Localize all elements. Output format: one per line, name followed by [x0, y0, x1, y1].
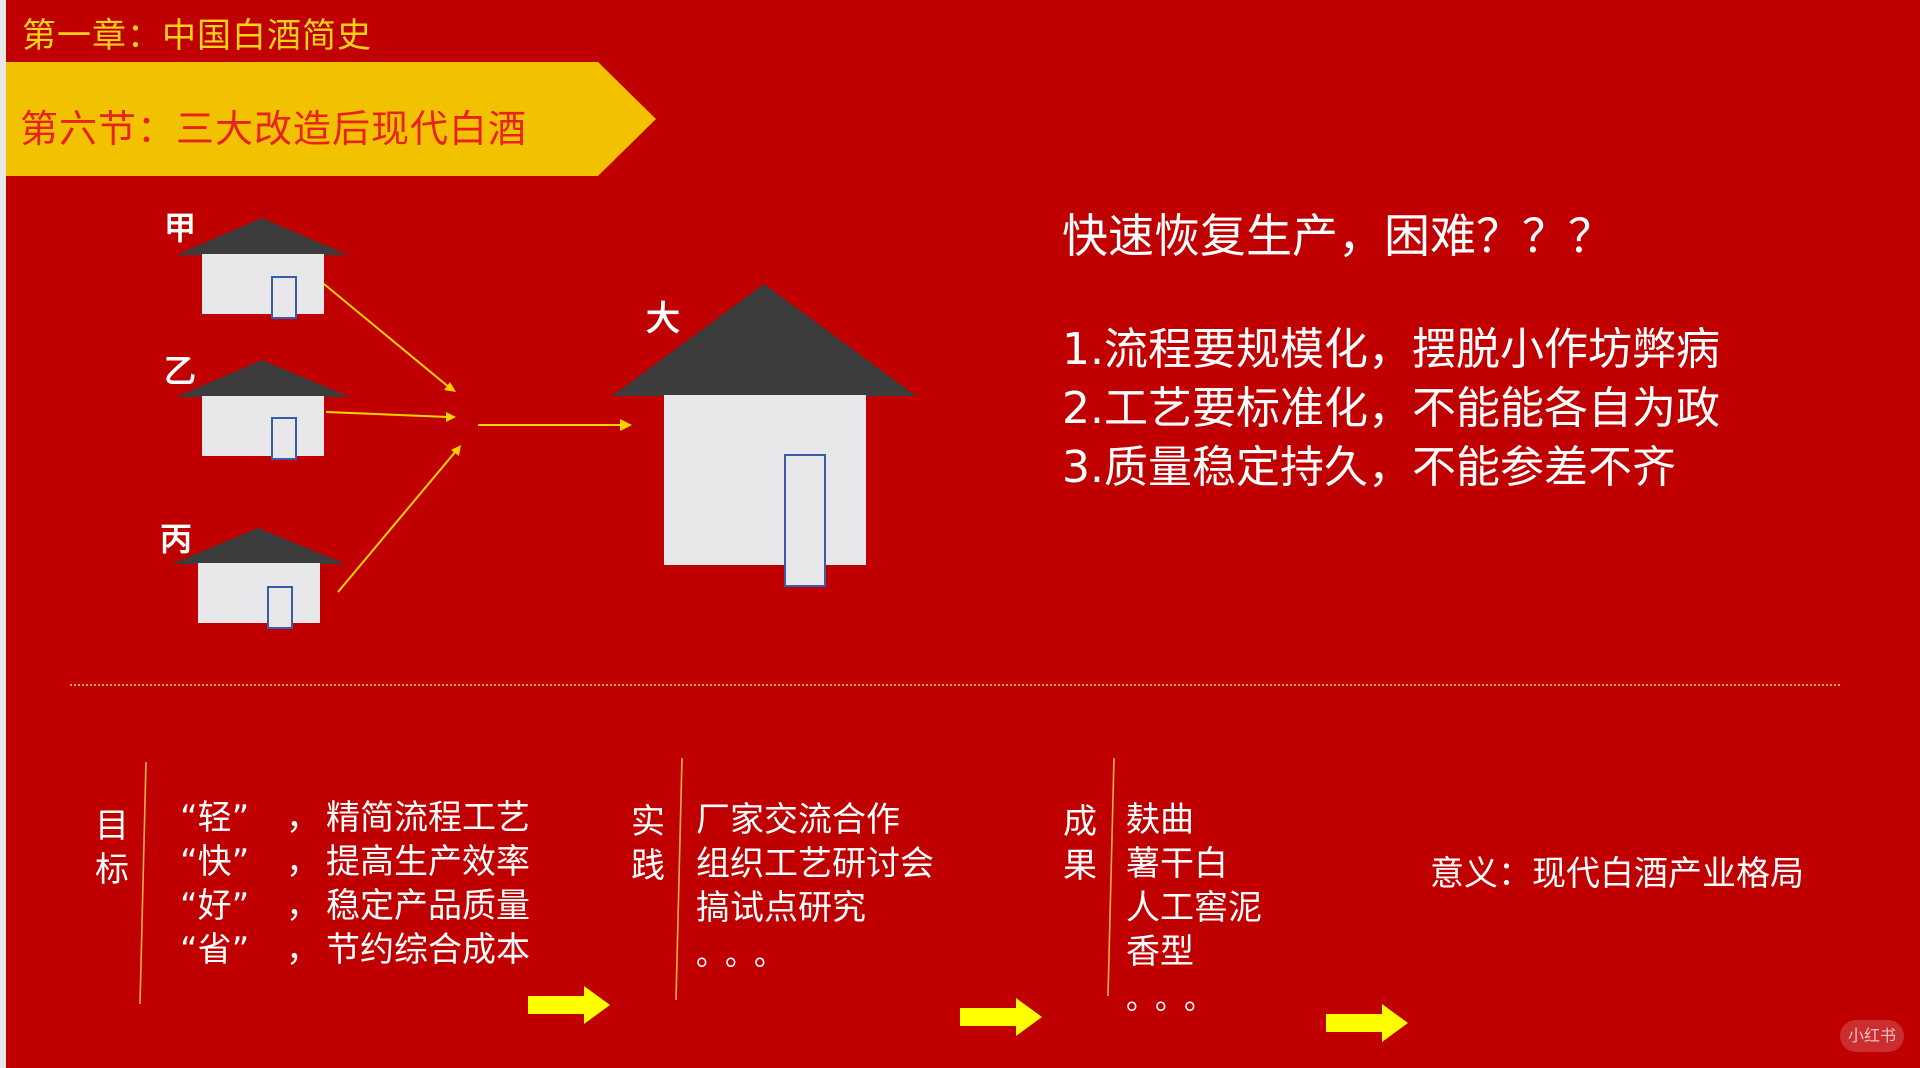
house-label-da: 大: [646, 299, 680, 339]
house-label-bing: 丙: [160, 520, 192, 558]
goal-row: “好” ， 稳定产品质量: [180, 884, 530, 928]
roof: [172, 528, 346, 564]
arrow-line-yi: [325, 411, 449, 418]
goal-key: “省”: [180, 930, 250, 970]
goals-divider: [139, 761, 147, 1005]
arrow-line-jia: [323, 283, 451, 389]
section-title: 第六节：三大改造后现代白酒: [20, 107, 528, 151]
challenge-points: 1.流程要规模化，摆脱小作坊弊病 2.工艺要标准化，不能能各自为政 3.质量稳定…: [1062, 320, 1720, 497]
goal-text: 精简流程工艺: [326, 798, 530, 838]
wall: [198, 563, 320, 623]
wall: [202, 254, 324, 314]
goal-key: “快”: [180, 842, 250, 882]
practice-item: 搞试点研究: [696, 888, 866, 928]
results-divider: [1107, 757, 1115, 997]
arrowhead-icon: [451, 445, 461, 456]
goal-row: “快” ， 提高生产效率: [180, 840, 530, 884]
goals-list: “轻” ， 精简流程工艺 “快” ， 提高生产效率 “好” ， 稳定产品质量 “…: [180, 796, 530, 972]
arrowhead-icon: [446, 412, 456, 422]
arrow-right-icon: [528, 986, 610, 1024]
door: [271, 276, 297, 319]
meaning-text: 意义：现代白酒产业格局: [1430, 854, 1804, 894]
challenge-point: 3.质量稳定持久，不能参差不齐: [1062, 442, 1676, 493]
small-house-yi: 乙: [164, 352, 350, 460]
goals-label: 目 标: [95, 806, 129, 890]
practice-item: 组织工艺研讨会: [696, 844, 934, 884]
challenge-point: 1.流程要规模化，摆脱小作坊弊病: [1062, 324, 1720, 375]
section-banner: [6, 62, 656, 176]
roof: [176, 360, 350, 397]
consolidation-diagram: 甲 乙 丙: [160, 209, 916, 629]
results-label: 成 果: [1063, 802, 1097, 886]
challenge-question: 快速恢复生产，困难？？？: [1062, 209, 1614, 263]
results-ellipsis: 。。。: [1126, 982, 1228, 1017]
goal-text: 节约综合成本: [326, 930, 530, 970]
door: [267, 586, 293, 629]
arrowhead-icon: [444, 382, 456, 392]
big-house: 大: [612, 284, 916, 587]
door: [271, 417, 297, 460]
small-house-bing: 丙: [160, 520, 346, 629]
goal-sep: ，: [286, 886, 320, 926]
result-item: 人工窖泥: [1126, 888, 1262, 928]
practice-item: 厂家交流合作: [696, 800, 900, 840]
goal-sep: ，: [286, 930, 320, 970]
chapter-title: 第一章：中国白酒简史: [22, 16, 372, 56]
goal-key: “好”: [180, 886, 250, 926]
goal-sep: ，: [286, 798, 320, 838]
practice-label: 实 践: [631, 802, 665, 886]
arrow-right-icon: [960, 998, 1042, 1036]
goal-key: “轻”: [180, 798, 250, 838]
goal-text: 提高生产效率: [326, 842, 530, 882]
dotted-separator: [70, 684, 1840, 686]
house-label-yi: 乙: [164, 352, 196, 390]
goal-sep: ，: [286, 842, 320, 882]
roof: [176, 218, 348, 255]
door: [784, 454, 826, 587]
watermark-logo: 小红书: [1840, 1020, 1904, 1052]
wall: [202, 396, 324, 456]
challenge-point: 2.工艺要标准化，不能能各自为政: [1062, 383, 1720, 434]
goal-row: “轻” ， 精简流程工艺: [180, 796, 530, 840]
goal-text: 稳定产品质量: [326, 886, 530, 926]
banner-shape: [6, 62, 656, 176]
goal-row: “省” ， 节约综合成本: [180, 928, 530, 972]
arrowhead-icon: [620, 419, 632, 431]
result-item: 薯干白: [1126, 844, 1228, 884]
practice-ellipsis: 。。。: [696, 938, 798, 973]
result-item: 麸曲: [1126, 800, 1194, 840]
result-item: 香型: [1126, 932, 1194, 972]
small-house-jia: 甲: [164, 209, 348, 319]
arrow-right-icon: [1326, 1004, 1408, 1042]
left-edge-strip: [0, 0, 6, 1068]
results-list: 麸曲 薯干白 人工窖泥 香型 。。。: [1126, 798, 1262, 1018]
practice-divider: [675, 757, 683, 1001]
wall: [664, 395, 866, 565]
house-label-jia: 甲: [164, 209, 196, 247]
arrow-line-bing: [337, 450, 457, 593]
practice-list: 厂家交流合作 组织工艺研讨会 搞试点研究 。。。: [696, 798, 934, 974]
roof: [612, 284, 916, 396]
converging-arrows: [323, 283, 632, 593]
